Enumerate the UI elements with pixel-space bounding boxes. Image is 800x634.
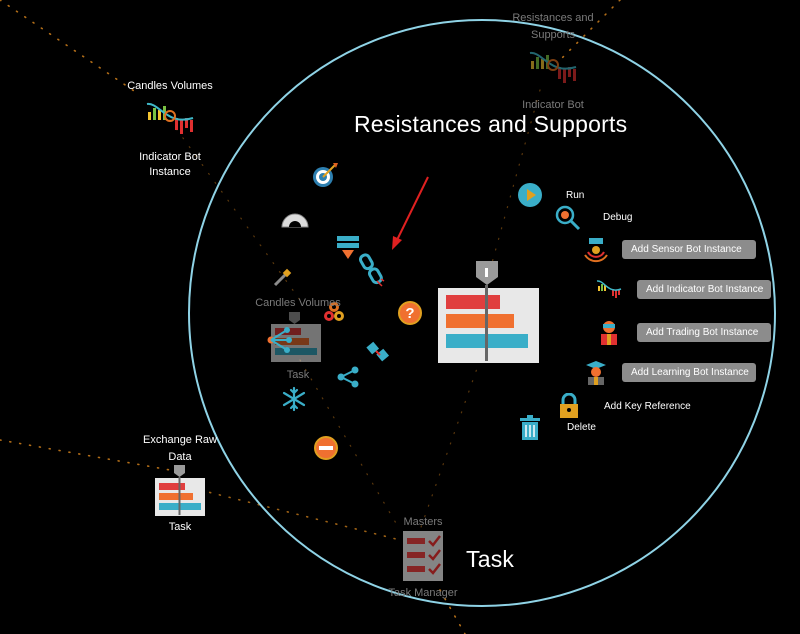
help-icon[interactable]: ? [397, 300, 423, 331]
indicator-bot-icon[interactable] [145, 98, 195, 145]
indicator-bot-icon[interactable] [528, 47, 578, 94]
protractor-icon[interactable] [281, 211, 309, 234]
parent-node-top-label: Masters [403, 516, 443, 528]
target-icon[interactable] [311, 162, 339, 193]
share-icon[interactable] [336, 365, 360, 394]
minus-icon[interactable] [313, 435, 339, 466]
snowflake-icon[interactable] [281, 386, 307, 417]
gear-cluster-icon[interactable] [323, 300, 345, 327]
plug-icon[interactable] [365, 340, 391, 369]
debug-action-label[interactable]: Debug [603, 212, 633, 223]
wand-icon[interactable] [272, 268, 292, 293]
candles-volumes-task-title: Candles Volumes [255, 297, 341, 309]
parent-node-bottom-label: Task Manager [388, 587, 458, 599]
delete-action-label[interactable]: Delete [567, 422, 596, 433]
exchange-raw-title-2: Data [168, 451, 192, 463]
exchange-raw-title-1: Exchange Raw [143, 434, 217, 446]
trading-bot-icon[interactable] [598, 320, 620, 351]
learning-bot-icon[interactable] [584, 360, 608, 391]
add-trading-bot-button[interactable]: Add Trading Bot Instance [637, 323, 771, 342]
focus-circle [188, 19, 776, 607]
add-key-reference-label[interactable]: Add Key Reference [604, 401, 691, 412]
candles-volumes-type: Indicator Bot [139, 151, 201, 163]
resistances-bot-type: Indicator Bot [522, 99, 584, 111]
broken-link-icon[interactable] [359, 253, 385, 294]
candles-volumes-title: Candles Volumes [127, 80, 213, 92]
candles-volumes-instance: Instance [149, 166, 191, 178]
resistances-bot-title-1: Resistances and [512, 12, 594, 24]
parent-node-title: Task [466, 546, 515, 572]
resistances-bot-title-2: Supports [530, 29, 576, 41]
trash-icon[interactable] [519, 415, 541, 446]
play-icon[interactable] [517, 182, 543, 213]
focus-node-title: Resistances and Supports [354, 111, 628, 137]
run-action-label[interactable]: Run [566, 190, 585, 201]
indicator-bot-small-icon[interactable] [596, 278, 622, 305]
sensor-bot-icon[interactable] [583, 237, 609, 268]
layer-stack-icon[interactable] [336, 235, 360, 266]
add-learning-bot-button[interactable]: Add Learning Bot Instance [622, 363, 756, 382]
exchange-raw-type: Task [168, 521, 192, 533]
add-indicator-bot-button[interactable]: Add Indicator Bot Instance [637, 280, 771, 299]
lock-key-icon[interactable] [557, 392, 581, 424]
fork-icon[interactable] [263, 326, 293, 359]
link-lines [0, 0, 621, 634]
candles-volumes-task-type: Task [286, 369, 310, 381]
task-manager-icon[interactable] [402, 530, 444, 587]
task-icon[interactable] [154, 465, 206, 522]
svg-text:?: ? [405, 305, 414, 322]
debug-icon[interactable] [553, 205, 581, 236]
task-icon[interactable] [267, 312, 323, 369]
add-sensor-bot-button[interactable]: Add Sensor Bot Instance [622, 240, 756, 259]
task-icon[interactable] [438, 261, 540, 369]
red-arrow-indicator [392, 176, 429, 250]
